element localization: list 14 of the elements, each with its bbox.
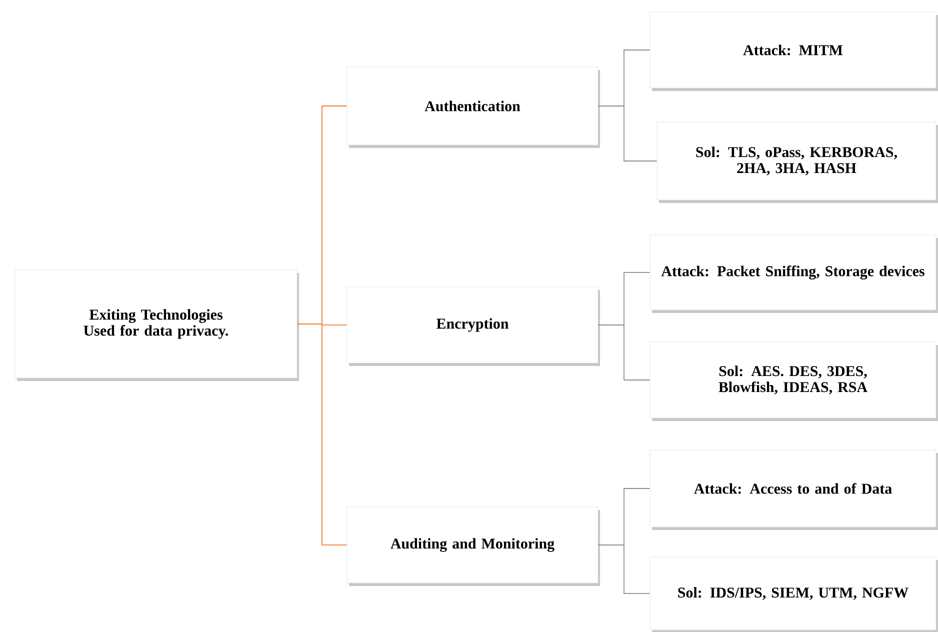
leaf-box: Attack: MITM [650, 12, 938, 91]
category-box: Authentication [346, 66, 600, 148]
connector [598, 544, 650, 594]
leaf-box: Attack: Packet Sniffing, Storage devices [650, 234, 938, 313]
connector [598, 324, 650, 380]
leaf-box: Sol: TLS, oPass, KERBORAS, 2HA, 3HA, HASH [656, 122, 938, 203]
topic-box: Exiting Technologies Used for data privacy. [14, 270, 299, 381]
category-box: Encryption [346, 286, 600, 366]
connector [598, 106, 658, 162]
connector [296, 324, 348, 546]
leaf-box: Sol: IDS/IPS, SIEM, UTM, NGFW [650, 556, 938, 632]
category-box: Auditing and Monitoring [346, 506, 600, 586]
leaf-box: Sol: AES. DES, 3DES, Blowfish, IDEAS, RSA [650, 342, 938, 421]
leaf-box: Attack: Access to and of Data [650, 450, 938, 530]
